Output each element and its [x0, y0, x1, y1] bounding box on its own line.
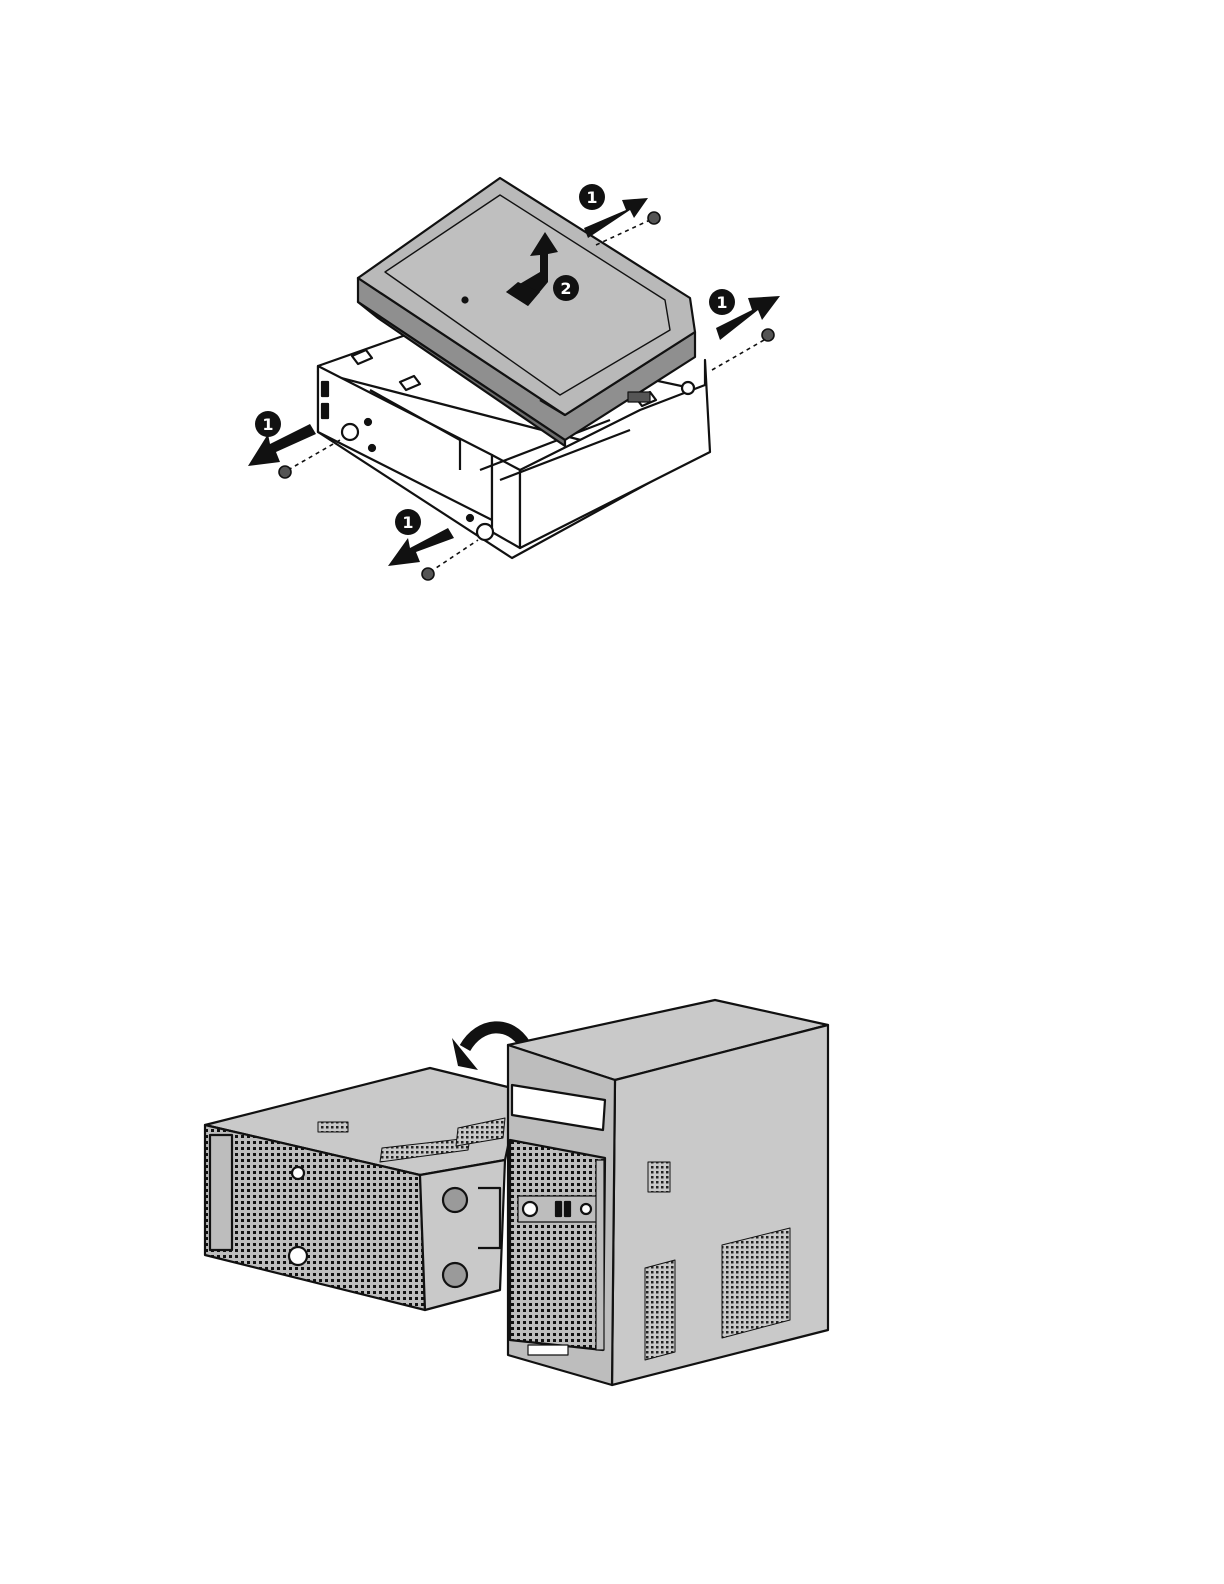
- svg-text:1: 1: [586, 188, 597, 207]
- step-callout-1b: 1: [709, 289, 735, 315]
- svg-text:1: 1: [402, 513, 413, 532]
- step-callout-1d: 1: [395, 509, 421, 535]
- svg-text:2: 2: [560, 279, 571, 298]
- arrow-icon: [388, 528, 454, 566]
- server-orientation-figure: [0, 980, 1224, 1400]
- svg-text:1: 1: [262, 415, 273, 434]
- server-tower-illustration: [0, 980, 1224, 1400]
- hp-logo-icon: [289, 1247, 307, 1265]
- hp-logo-icon: [523, 1202, 537, 1216]
- step-callout-2: 2: [553, 275, 579, 301]
- tower-server-icon: [508, 1000, 828, 1385]
- step-callout-1c: 1: [255, 411, 281, 437]
- drive-cage-illustration: 1 1 1 1 2: [0, 150, 1224, 620]
- svg-text:1: 1: [716, 293, 727, 312]
- server-horizontal: [205, 1068, 520, 1310]
- drive-removal-figure: 1 1 1 1 2: [0, 150, 1224, 620]
- step-callout-1a: 1: [579, 184, 605, 210]
